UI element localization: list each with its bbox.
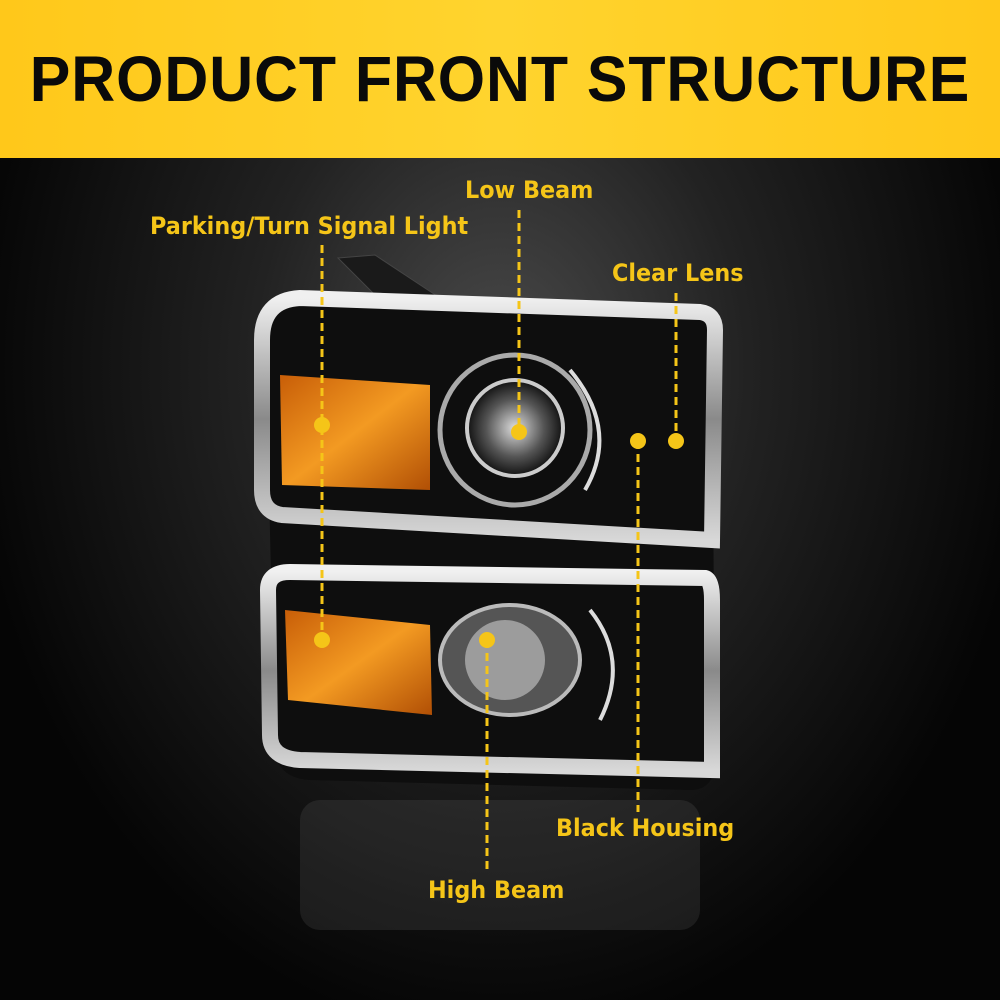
parking-light-dot-lower (314, 632, 330, 648)
label-high-beam: High Beam (428, 876, 565, 904)
low-beam-dot (511, 424, 527, 440)
black-housing-dot (630, 433, 646, 449)
parking-light-dot-upper (314, 417, 330, 433)
lower-amber-lens (285, 610, 432, 715)
upper-amber-lens (280, 375, 430, 490)
label-low-beam: Low Beam (465, 176, 594, 204)
label-parking-turn-signal: Parking/Turn Signal Light (150, 212, 469, 240)
reflection (300, 800, 700, 930)
page-title: PRODUCT FRONT STRUCTURE (29, 43, 971, 115)
label-black-housing: Black Housing (556, 814, 735, 842)
label-clear-lens: Clear Lens (612, 259, 744, 287)
header-banner: PRODUCT FRONT STRUCTURE (0, 0, 1000, 158)
high-beam-dot (479, 632, 495, 648)
callout-lines (320, 210, 678, 873)
clear-lens-dot (668, 433, 684, 449)
